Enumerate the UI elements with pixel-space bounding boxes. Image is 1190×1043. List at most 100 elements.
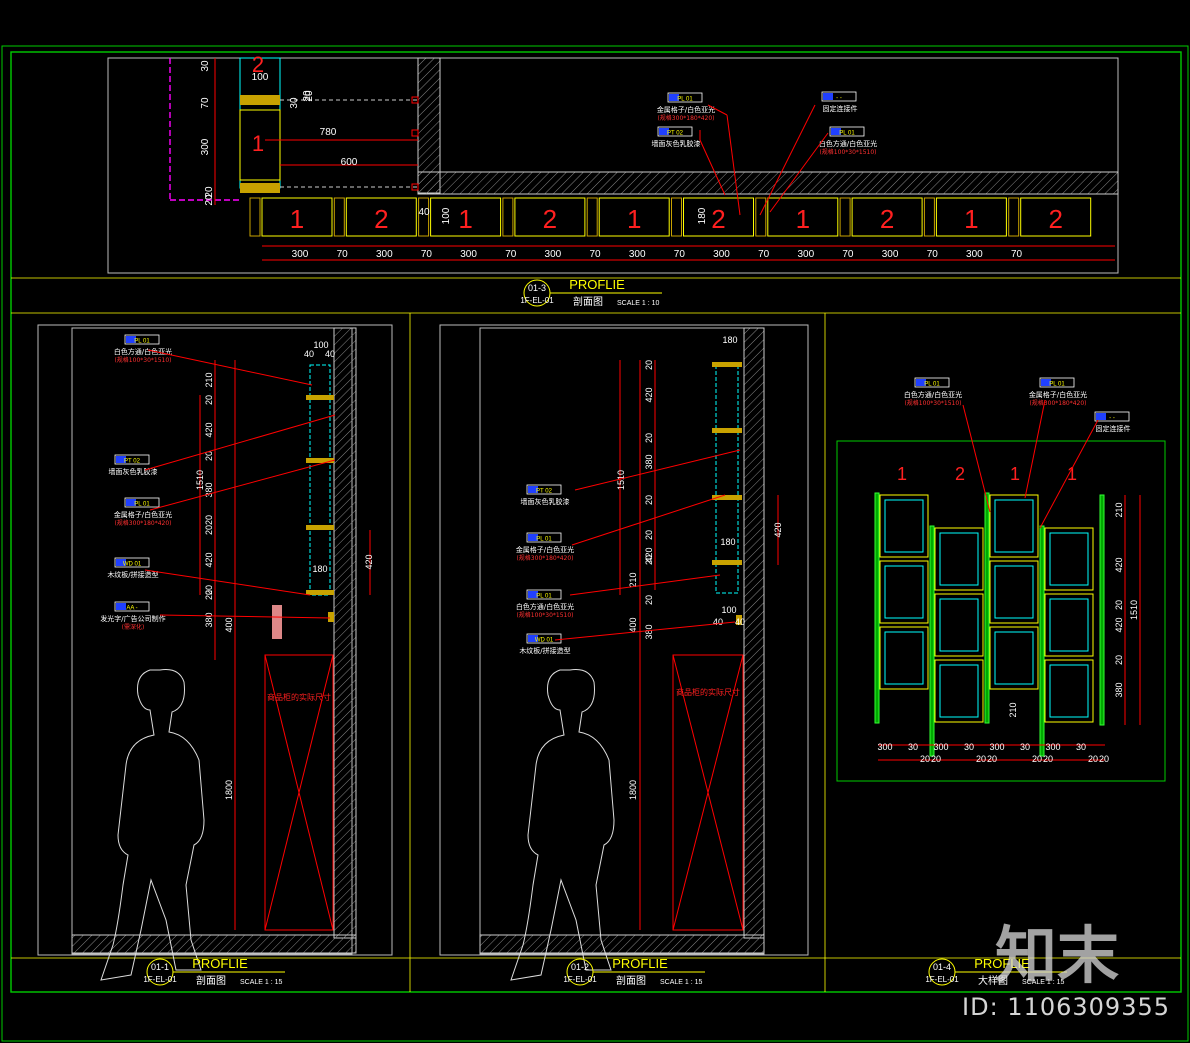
dim-text: 420 xyxy=(364,554,374,569)
grid-box-inner xyxy=(994,631,1034,685)
material-tag-code: PL 01 xyxy=(536,594,552,600)
dim-text: 20 xyxy=(644,433,654,443)
cell-number: 2 xyxy=(252,52,264,77)
material-note: 固定连接件 xyxy=(823,104,858,113)
material-note: 金属格子/白色亚光 xyxy=(657,105,715,114)
dim-text: 300 xyxy=(1045,742,1060,752)
material-tag-code: AA - xyxy=(126,606,137,612)
connector xyxy=(923,197,935,237)
connector xyxy=(755,197,767,237)
dim-text: 20 xyxy=(644,595,654,605)
material-tag-code: PL 01 xyxy=(677,97,693,103)
cell-box xyxy=(935,197,1007,237)
title-scale: SCALE 1 : 15 xyxy=(660,979,703,986)
title-sheet: 1F-EL-01 xyxy=(143,975,177,984)
cell-box xyxy=(1020,197,1092,237)
dim-text: 30 xyxy=(1020,742,1030,752)
grid-box-inner xyxy=(884,499,924,553)
dim-text: 20 xyxy=(931,754,941,764)
material-tag-fill xyxy=(116,559,126,566)
material-tag-fill xyxy=(528,591,538,598)
grid-box-inner xyxy=(994,499,1034,553)
dim-text: 300 xyxy=(989,742,1004,752)
grid-box-inner xyxy=(884,565,924,619)
dim-text: 210 xyxy=(628,572,638,587)
dim-text: 1800 xyxy=(628,780,638,800)
cell-number: 2 xyxy=(374,204,388,234)
material-tag xyxy=(1039,377,1075,388)
material-note: 墙面灰色乳胶漆 xyxy=(109,467,158,476)
dim-text: 180 xyxy=(697,207,708,224)
material-tag-fill xyxy=(1096,413,1106,420)
material-tag xyxy=(526,589,562,600)
grid-box-inner xyxy=(1049,532,1089,586)
dim-text: 420 xyxy=(204,422,214,437)
dim-text: 20 xyxy=(204,590,214,600)
material-tag-code: PL 01 xyxy=(924,382,940,388)
dim-text: 380 xyxy=(644,624,654,639)
dim-text: 300 xyxy=(966,249,983,260)
material-note: 墙面灰色乳胶漆 xyxy=(521,497,570,506)
cell-number: 1 xyxy=(796,204,810,234)
cell-number: 2 xyxy=(543,204,557,234)
cell-box xyxy=(261,197,333,237)
title-scale: SCALE 1 : 15 xyxy=(240,979,283,986)
grid-box xyxy=(934,659,984,723)
material-note: 金属格子/白色亚光 xyxy=(114,510,172,519)
dim-text: 20 xyxy=(644,360,654,370)
dim-text: 300 xyxy=(629,249,646,260)
material-tag-fill xyxy=(116,456,126,463)
dim-text: 420 xyxy=(644,387,654,402)
material-tag xyxy=(1094,411,1130,422)
dim-text: 300 xyxy=(292,249,309,260)
dim-text: 20 xyxy=(204,194,215,206)
cell-box xyxy=(767,197,839,237)
grid-box-inner xyxy=(994,565,1034,619)
cell-number: 2 xyxy=(1048,204,1062,234)
title-name: PROFLIE xyxy=(569,277,625,292)
cell-box xyxy=(683,197,754,237)
title-type: 剖面图 xyxy=(196,974,226,987)
dim-text: 20 xyxy=(644,555,654,565)
material-tag-fill xyxy=(528,534,538,541)
material-spec: (规格300*180*420) xyxy=(657,114,714,122)
watermark-id: ID: 1106309355 xyxy=(962,993,1170,1021)
material-tag-code: - - xyxy=(1109,416,1115,422)
support-bar xyxy=(1039,525,1045,757)
material-tag-fill xyxy=(916,379,926,386)
cell-box xyxy=(345,197,417,237)
material-tag-code: PT 02 xyxy=(536,489,553,495)
connector xyxy=(502,197,514,237)
title-type: 剖面图 xyxy=(573,295,603,308)
dim-text: 20 xyxy=(204,451,214,461)
dim-text: 100 xyxy=(313,340,328,350)
material-tag-code: WD 01 xyxy=(123,562,142,568)
dim-text: 30 xyxy=(964,742,974,752)
material-note: 木纹板/拼接造型 xyxy=(519,646,570,655)
dim-text: 300 xyxy=(376,249,393,260)
dim-text: 300 xyxy=(200,138,211,155)
cell-number: 1 xyxy=(1010,464,1020,484)
cell-number: 1 xyxy=(290,204,304,234)
dim-text: 20 xyxy=(204,186,215,198)
material-note: 金属格子/白色亚光 xyxy=(1029,390,1087,399)
material-spec: (规格100*30*1510) xyxy=(516,611,573,619)
cell-box xyxy=(598,197,670,237)
dim-text: 400 xyxy=(628,617,638,632)
title-type: 大样图 xyxy=(978,974,1008,987)
grid-box-inner xyxy=(939,532,979,586)
dim-text: 30 xyxy=(908,742,918,752)
dim-text: 420 xyxy=(1114,557,1124,572)
title-sheet: 1F-EL-01 xyxy=(925,975,959,984)
dim-text: 180 xyxy=(312,564,327,574)
title-scale: SCALE 1 : 15 xyxy=(1022,979,1065,986)
dim-text: 420 xyxy=(644,547,654,562)
title-scale: SCALE 1 : 10 xyxy=(617,300,660,307)
dim-text: 780 xyxy=(320,127,337,138)
material-spec: (规格300*180*420) xyxy=(516,554,573,562)
drawing-border xyxy=(10,51,1182,993)
dim-text: 600 xyxy=(341,157,358,168)
grid-box xyxy=(1044,593,1094,657)
